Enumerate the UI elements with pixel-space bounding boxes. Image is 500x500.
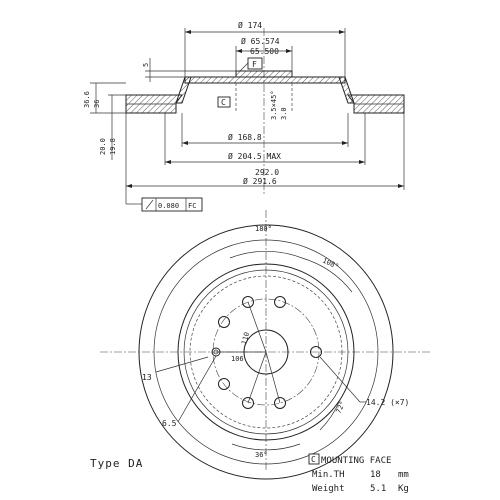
disc-hat-mid (183, 269, 349, 435)
arc-108 (301, 257, 353, 293)
disc-hat-outer (177, 263, 355, 441)
arc-72 (319, 399, 341, 431)
arc-180 (229, 251, 303, 259)
mounting-face-flag-text: C (311, 455, 316, 464)
thk-min-text: 19.8 (109, 138, 117, 155)
runout-value-text: 0.080 (158, 202, 179, 210)
front-view: 180° 108° 110 106 72° 36° 13 6.5 14.2 (×… (100, 210, 432, 480)
dim-pilot-min-text: 65.500 (250, 47, 279, 56)
notes: Type DA C MOUNTING FACE Min.TH 18 mm Wei… (90, 453, 409, 494)
runout-symbol-icon (145, 199, 154, 210)
hat-top (184, 76, 346, 84)
angle-180-text: 180° (255, 225, 272, 233)
arc-36 (231, 443, 301, 451)
weight-unit: Kg (398, 484, 409, 494)
bolt-hole (218, 378, 230, 390)
bolt-hole (274, 296, 286, 308)
bolt-holes (218, 296, 322, 409)
dim-168-text: Ø 168.8 (228, 132, 262, 142)
holes-14-text: 14.2 (×7) (366, 398, 409, 407)
angle-108-text: 108° (321, 257, 340, 271)
type-label: Type DA (90, 457, 143, 470)
angle-72-text: 72° (335, 400, 348, 415)
height-max-text: 36.6 (83, 91, 91, 108)
dim-174-text: Ø 174 (238, 20, 262, 30)
bolt-circle (212, 298, 320, 406)
disc-hat-inner (189, 275, 343, 429)
dim-106-text: 106 (231, 355, 244, 363)
angle-36-text: 36° (255, 451, 268, 459)
flag-c-box (217, 96, 231, 108)
dim-5-text: 5 (142, 63, 150, 67)
mounting-face-text: MOUNTING FACE (321, 456, 391, 466)
runout-ref-text: FC (188, 202, 196, 210)
bolt-hole (242, 397, 254, 409)
disc-outer-circle (138, 224, 394, 480)
weight-label: Weight (312, 484, 345, 494)
weight-value: 5.1 (370, 484, 386, 494)
flag-f-box (247, 57, 263, 70)
dim-pilot-max-text: Ø 65.574 (241, 36, 280, 46)
bolt-hole (274, 397, 286, 409)
flag-c-text: C (221, 98, 226, 107)
bolt-hole (310, 346, 322, 358)
bolt-hole (218, 316, 230, 328)
min-th-unit: mm (398, 470, 409, 480)
flag-f-text: F (252, 60, 257, 69)
pcd-110-text: 110 (240, 331, 251, 345)
runout-frame (141, 197, 203, 212)
dim-204-text: Ø 204.5 MAX (228, 151, 281, 161)
min-th-label: Min.TH (312, 470, 345, 480)
hub-thk-text: 3.0 (280, 107, 288, 120)
chamfer-text: 3.5×45° (270, 90, 278, 120)
hole-65-text: 6.5 (162, 419, 177, 428)
bolt-hole (242, 296, 254, 308)
min-th-value: 18 (370, 470, 381, 480)
thk-max-text: 20.0 (99, 138, 107, 155)
mounting-face-flag (308, 453, 320, 465)
side-view: Ø 174 Ø 65.574 65.500 F 5 C 3.5×45° 3.0 … (83, 20, 405, 212)
height-min-text: 36 (93, 100, 101, 108)
dim-292-min-text: Ø 291.6 (243, 176, 277, 186)
disc-friction-inner (153, 239, 379, 465)
dim-292-max-text: 292.0 (255, 168, 279, 177)
hole-13-text: 13 (142, 373, 152, 382)
pilot-step (235, 70, 293, 78)
